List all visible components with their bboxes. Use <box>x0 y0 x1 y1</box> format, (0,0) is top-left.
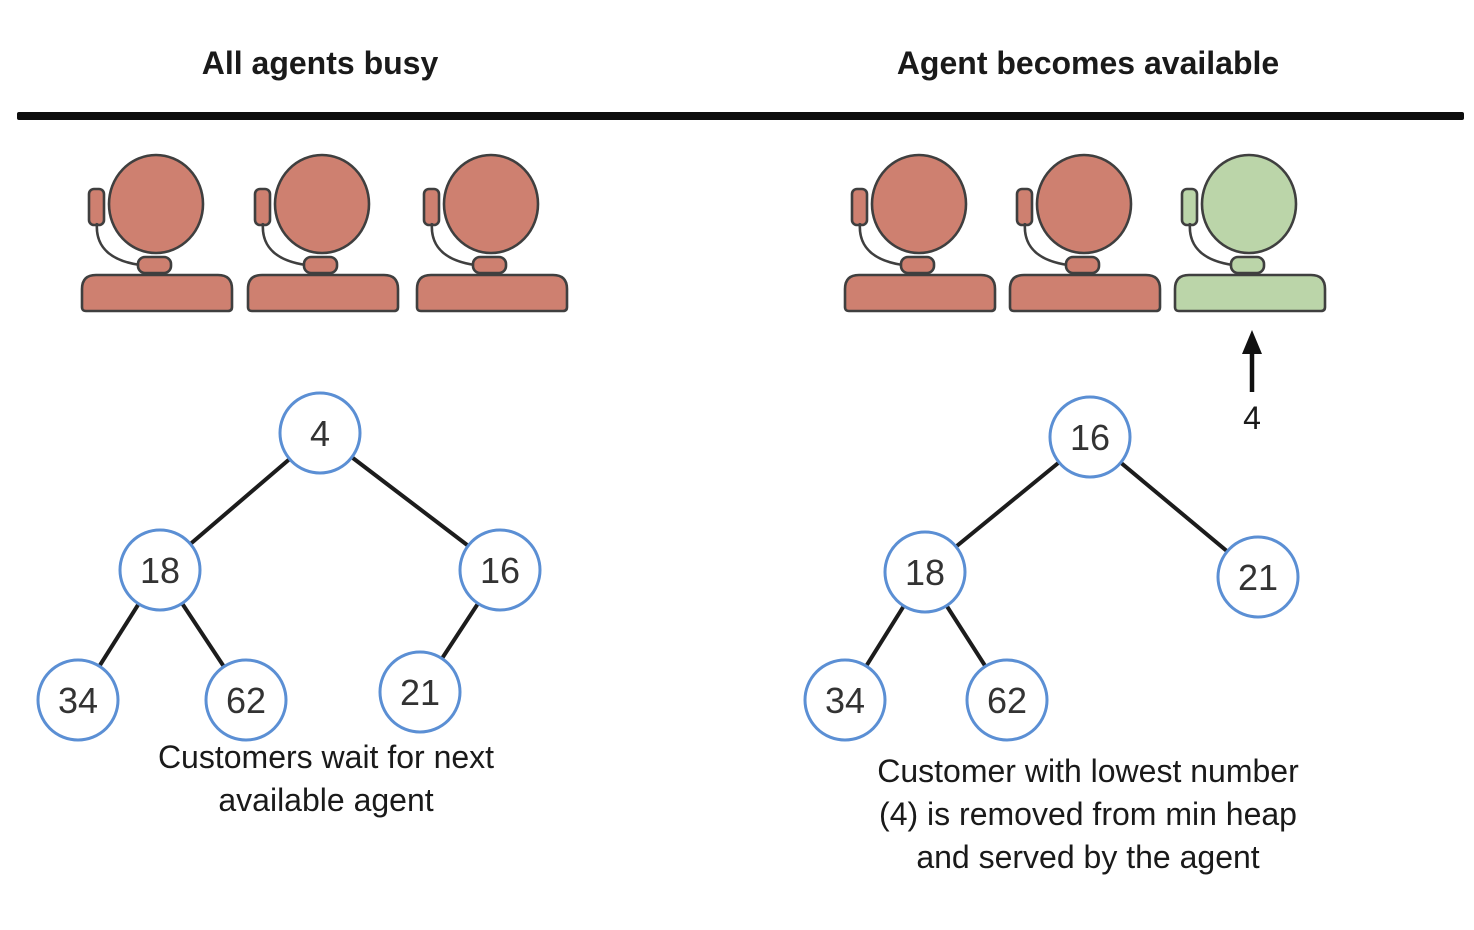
heap-node-value: 21 <box>1238 557 1278 598</box>
heap-node <box>883 530 967 614</box>
heap-node-value: 62 <box>987 680 1027 721</box>
heap-node-value: 62 <box>226 680 266 721</box>
heap-node <box>458 528 542 612</box>
heap-node-value: 4 <box>310 413 330 454</box>
heap-node <box>1048 395 1132 479</box>
agent-icon-busy-1 <box>80 153 234 313</box>
right-panel-title: Agent becomes available <box>896 45 1280 81</box>
up-arrow-head-icon <box>1242 330 1262 354</box>
left-panel-caption: Customers wait for next available agent <box>76 736 576 822</box>
caption-line: (4) is removed from min heap <box>879 796 1297 832</box>
min-heap-right: 16 18 21 34 62 <box>803 395 1300 742</box>
dequeue-indicator: 4 <box>1242 330 1262 436</box>
heap-node <box>965 658 1049 742</box>
heap-node-value: 18 <box>905 552 945 593</box>
agent-icon-busy-3 <box>415 153 569 313</box>
agent-icon-available <box>1173 153 1327 313</box>
heap-node <box>36 658 120 742</box>
min-heap-left: 4 18 16 34 62 21 <box>36 391 542 742</box>
heap-node <box>378 650 462 734</box>
dequeued-value-label: 4 <box>1243 400 1261 436</box>
caption-line: Customers wait for next <box>157 739 495 775</box>
heap-node <box>278 391 362 475</box>
heap-node-value: 21 <box>400 672 440 713</box>
heap-node-value: 16 <box>1070 417 1110 458</box>
heap-node-value: 18 <box>140 550 180 591</box>
heap-node-value: 34 <box>825 680 865 721</box>
caption-line: and served by the agent <box>916 839 1260 875</box>
caption-line: available agent <box>218 782 434 818</box>
heap-node <box>204 658 288 742</box>
agent-icon-busy-2 <box>246 153 400 313</box>
caption-line: Customer with lowest number <box>877 753 1299 789</box>
heap-node <box>803 658 887 742</box>
right-panel-caption: Customer with lowest number (4) is remov… <box>838 750 1338 879</box>
heap-node-value: 16 <box>480 550 520 591</box>
heap-node-value: 34 <box>58 680 98 721</box>
panel-divider <box>17 112 1464 120</box>
left-panel-title: All agents busy <box>201 45 439 81</box>
heap-node <box>1216 535 1300 619</box>
agent-icon-busy-4 <box>843 153 997 313</box>
heap-node <box>118 528 202 612</box>
agent-icon-busy-5 <box>1008 153 1162 313</box>
